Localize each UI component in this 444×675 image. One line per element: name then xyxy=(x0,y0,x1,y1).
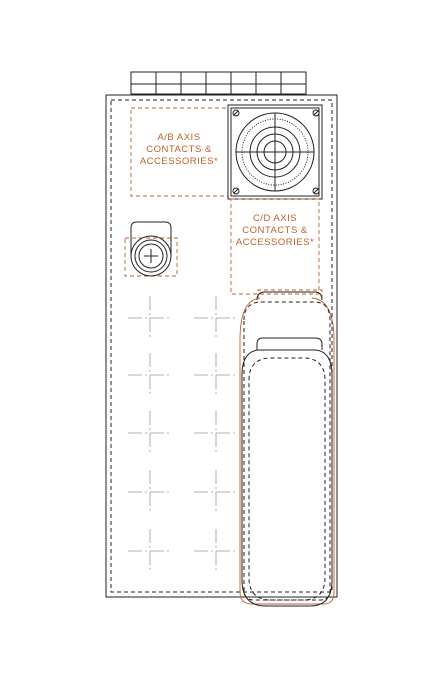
screw-icon xyxy=(232,109,240,117)
screw-icon xyxy=(232,187,240,195)
screw-icon xyxy=(312,187,320,195)
ab-axis-label: A/B AXIS CONTACTS & ACCESSORIES* xyxy=(140,132,218,167)
cd-axis-zone xyxy=(230,198,320,295)
ab-label-line3: ACCESSORIES* xyxy=(140,156,218,167)
ab-label-line1: A/B AXIS xyxy=(157,132,200,143)
handle-grip xyxy=(239,289,335,607)
enclosure-body xyxy=(105,94,338,598)
side-connector xyxy=(124,221,178,277)
centerline-grid xyxy=(128,296,238,573)
cd-label-line2: CONTACTS & xyxy=(242,225,308,236)
screw-icon xyxy=(312,109,320,117)
top-mounting-strip xyxy=(130,71,307,95)
cd-label-line3: ACCESSORIES* xyxy=(236,237,314,248)
joystick-operator xyxy=(227,104,323,200)
cd-axis-label: C/D AXIS CONTACTS & ACCESSORIES* xyxy=(236,213,314,248)
cd-label-line1: C/D AXIS xyxy=(253,213,297,224)
ab-label-line2: CONTACTS & xyxy=(146,144,212,155)
